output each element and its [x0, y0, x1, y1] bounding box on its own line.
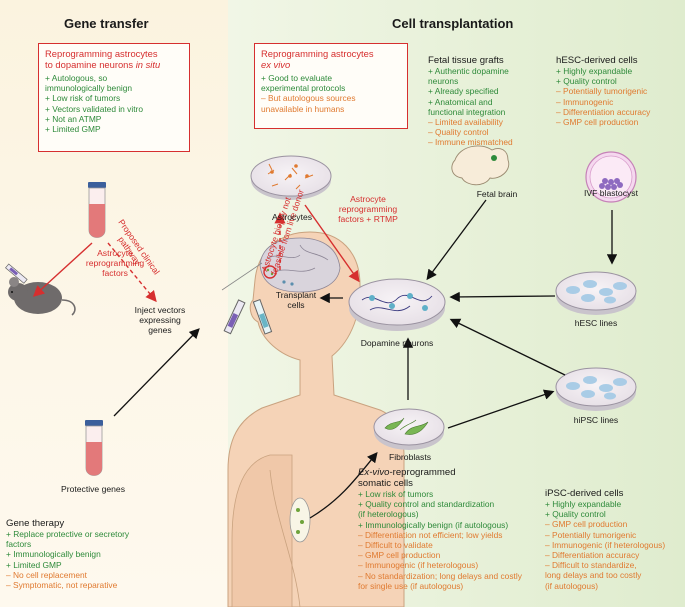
ex-vivo-somatic-section: Ex-vivo-reprogrammed somatic cells + Low…: [358, 467, 522, 591]
gene-transfer-heading: Gene transfer: [64, 16, 149, 31]
fetal-brain-label: Fetal brain: [476, 189, 518, 199]
hesc-section: hESC-derived cells + Highly expandable +…: [556, 55, 651, 128]
human-figure: [227, 231, 405, 607]
hipsc-lines-dish: [555, 367, 637, 411]
ex-vivo-box: Reprogramming astrocytes ex vivo + Good …: [254, 43, 408, 129]
fibroblasts-label: Fibroblasts: [388, 452, 432, 462]
vector-tube-icon: [88, 182, 106, 238]
arrows: [32, 199, 618, 519]
mouse-syringe-icon: [5, 263, 28, 284]
hesc-lines-dish: [555, 271, 637, 315]
dopamine-neurons-label: Dopamine neurons: [360, 338, 434, 348]
syringe-blue-icon: [252, 299, 273, 335]
mouse-icon: [8, 277, 76, 316]
in-situ-pros: + Autologous, so immunologically benign …: [45, 73, 143, 135]
gene-therapy-section: Gene therapy + Replace protective or sec…: [6, 518, 130, 591]
cell-transplantation-heading: Cell transplantation: [392, 16, 514, 31]
in-situ-box: Reprogramming astrocytes to dopamine neu…: [38, 43, 190, 152]
hipsc-lines-label: hiPSC lines: [573, 415, 619, 425]
ivf-blastocyst-label: IVF blastocyst: [584, 188, 638, 198]
syringe-purple-icon: [223, 299, 246, 335]
fibroblasts-dish: [373, 408, 445, 450]
fetal-grafts-section: Fetal tissue grafts + Authentic dopamine…: [428, 55, 513, 148]
protective-genes-label: Protective genes: [60, 484, 125, 494]
astrocytes-label: Astrocytes: [271, 212, 313, 222]
astrocytes-dish: [250, 155, 332, 200]
ipsc-section: iPSC-derived cells + Highly expandable +…: [545, 488, 666, 591]
ex-vivo-title: Reprogramming astrocytes ex vivo: [261, 48, 374, 70]
astro-factors-rtmp-label: Astrocyte reprogramming factors + RTMP: [338, 194, 398, 224]
in-situ-title: Reprogramming astrocytes to dopamine neu…: [45, 48, 161, 70]
fetal-brain-icon: [451, 145, 510, 186]
inject-vectors-label: Inject vectors expressing genes: [134, 305, 186, 335]
transplant-cells-label: Transplant cells: [275, 290, 317, 310]
blastocyst-icon: [585, 151, 637, 203]
protective-genes-tube-icon: [85, 420, 103, 476]
dopamine-neurons-dish: [348, 278, 446, 331]
hesc-lines-label: hESC lines: [574, 318, 618, 328]
ex-vivo-list: + Good to evaluate experimental protocol…: [261, 73, 356, 114]
astrocyte-factors-label: Astrocyte reprogramming factors: [85, 248, 145, 278]
